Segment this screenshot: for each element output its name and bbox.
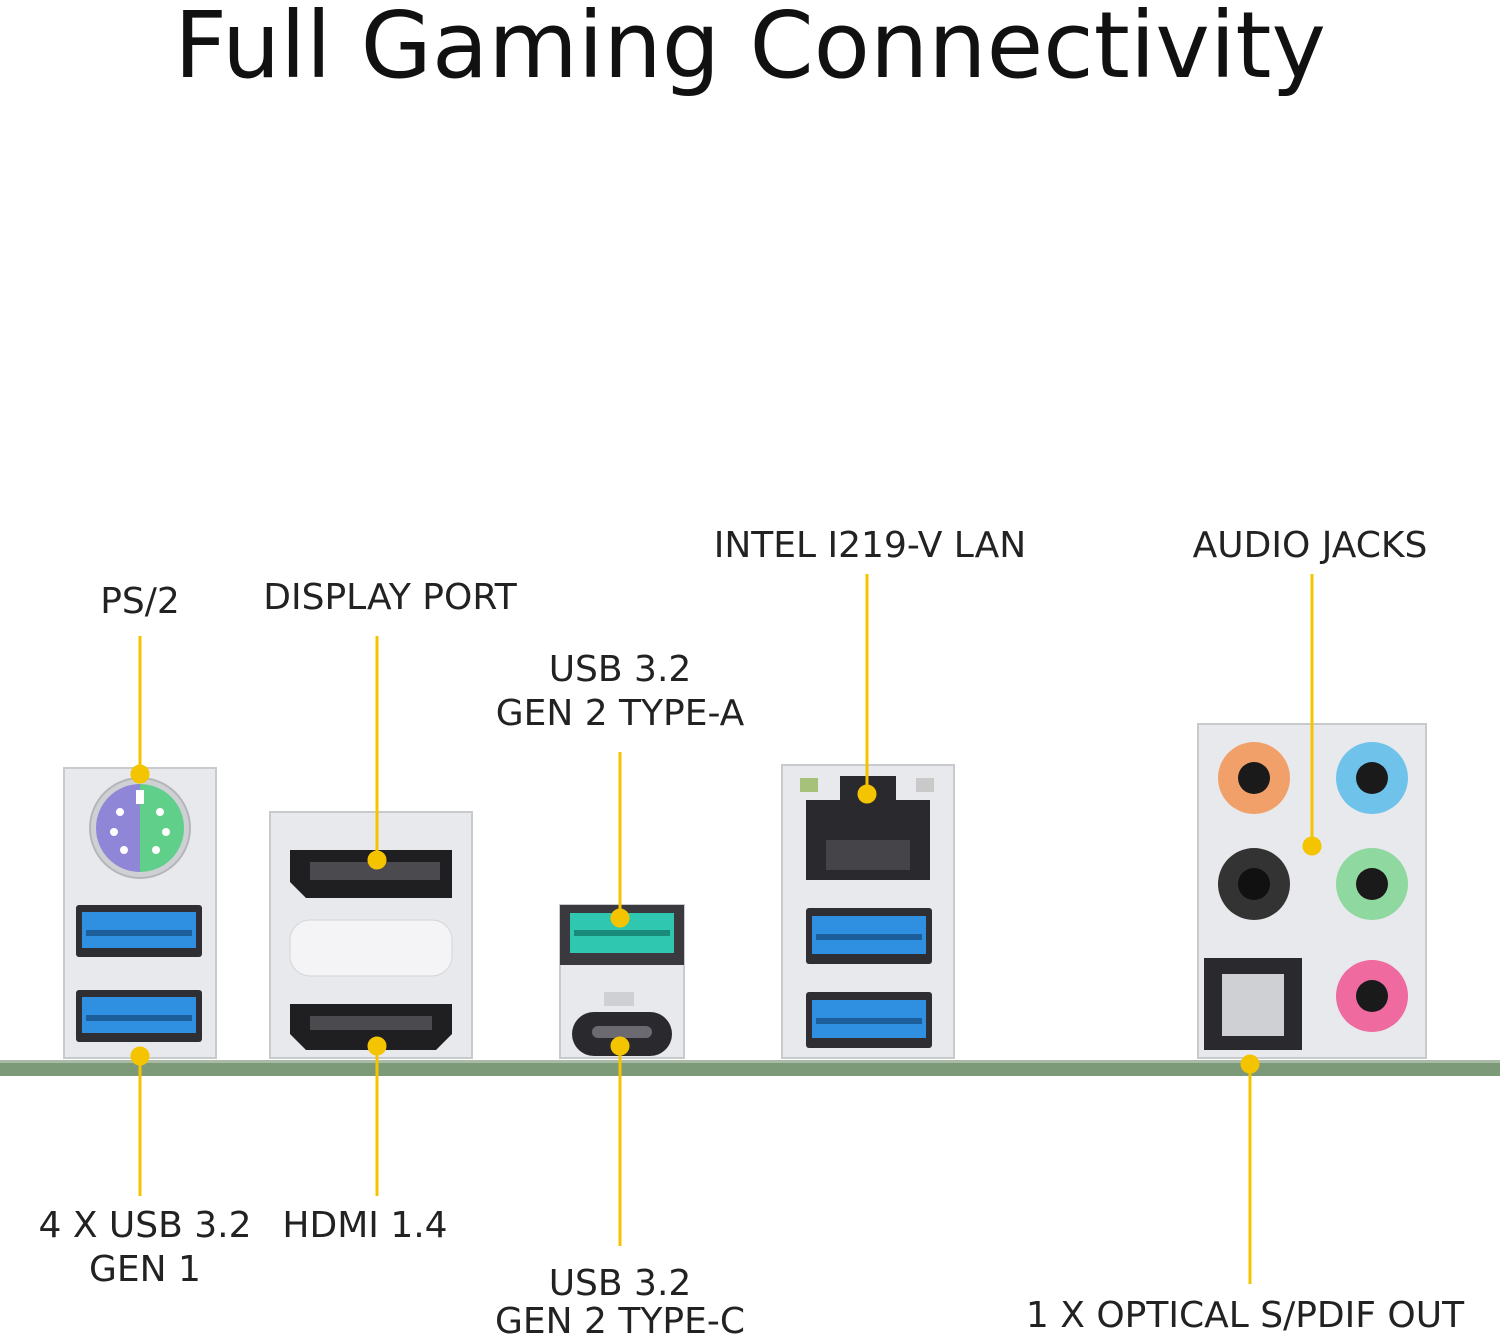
lan-usb-stack (781, 764, 955, 1059)
motherboard-edge (0, 1062, 1500, 1076)
label-lan: INTEL I219-V LAN (713, 525, 1027, 566)
label-hdmi: HDMI 1.4 (282, 1205, 448, 1246)
dp-hdmi-stack (269, 811, 473, 1059)
ps2-usb-stack (63, 767, 217, 1059)
label-display-port: DISPLAY PORT (263, 577, 517, 618)
label-optical-spdif: 1 X OPTICAL S/PDIF OUT (1025, 1295, 1465, 1336)
label-audio-jacks: AUDIO JACKS (1192, 525, 1428, 566)
label-usb-a-line1: USB 3.2 (548, 649, 692, 690)
ps2-keyboard-half (96, 784, 140, 872)
label-usb-c-line2: GEN 2 TYPE-C (495, 1301, 745, 1342)
label-usb-a-line2: GEN 2 TYPE-A (495, 693, 745, 734)
label-usb-c-line1: USB 3.2 (548, 1263, 692, 1304)
ps2-mouse-half (140, 784, 184, 872)
page-title: Full Gaming Connectivity (174, 0, 1326, 99)
usb-gen2-stack (559, 904, 685, 1059)
label-usb-gen1-line1: 4 X USB 3.2 (38, 1205, 252, 1246)
label-ps2: PS/2 (100, 581, 180, 622)
label-usb-gen1-line2: GEN 1 (89, 1249, 201, 1290)
callout-lines (130, 574, 1322, 1284)
